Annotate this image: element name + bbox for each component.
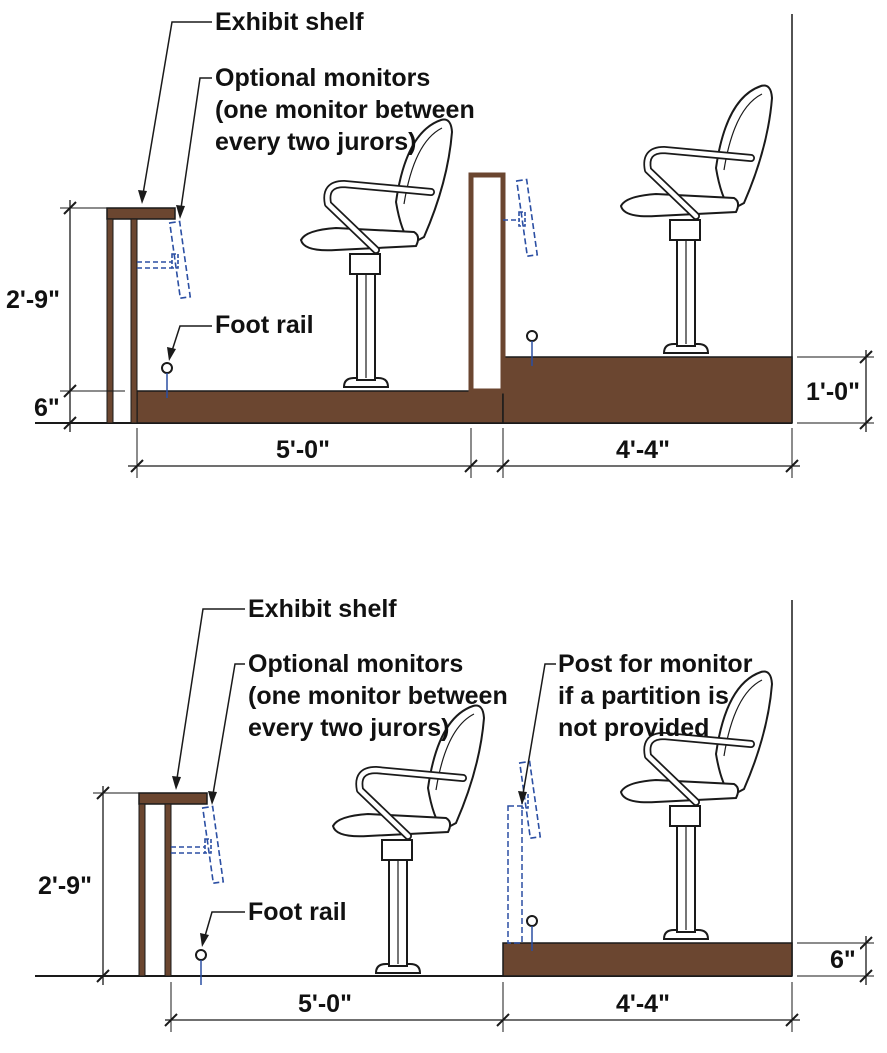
top-monitor-front: [168, 220, 192, 299]
bottom-label-exhibit-shelf: Exhibit shelf: [248, 595, 397, 623]
bottom-label-post-for-monitor: Post for monitor: [558, 650, 753, 678]
bottom-label-foot-rail: Foot rail: [248, 898, 347, 926]
top-front-platform: [136, 390, 504, 424]
bottom-chair-rear: [621, 672, 772, 940]
bottom-label-post-for-monitor-2: if a partition is: [558, 682, 729, 710]
bottom-exhibit-shelf: [138, 792, 208, 805]
top-shelf-front-panel: [106, 218, 114, 424]
bottom-label-post-for-monitor-3: not provided: [558, 714, 709, 742]
top-dim-height: 2'-9": [6, 286, 60, 314]
bottom-label-optional-monitors-2: (one monitor between: [248, 682, 508, 710]
bottom-rear-platform: [502, 942, 793, 977]
top-chair-rear: [621, 86, 772, 354]
bottom-shelf-back-panel: [164, 803, 172, 977]
top-label-optional-monitors: Optional monitors: [215, 64, 430, 92]
bottom-label-optional-monitors: Optional monitors: [248, 650, 463, 678]
bottom-section: Exhibit shelf Optional monitors (one mon…: [35, 595, 874, 1032]
top-dim-riser: 1'-0": [806, 378, 860, 406]
top-chair-front: [301, 120, 452, 388]
bottom-monitor-post: [507, 805, 523, 944]
bottom-chair-front: [333, 706, 484, 974]
bottom-monitor-front: [201, 805, 225, 884]
bottom-dim-back: 4'-4": [616, 990, 670, 1018]
bottom-dim-height: 2'-9": [38, 872, 92, 900]
bottom-shelf-front-panel: [138, 803, 146, 977]
top-shelf-back-panel: [130, 218, 138, 424]
top-section: Exhibit shelf Optional monitors (one mon…: [6, 8, 874, 478]
top-label-exhibit-shelf: Exhibit shelf: [215, 8, 364, 36]
top-label-foot-rail: Foot rail: [215, 311, 314, 339]
top-label-optional-monitors-2: (one monitor between: [215, 96, 475, 124]
top-dim-front: 5'-0": [276, 436, 330, 464]
top-exhibit-shelf: [106, 207, 176, 220]
bottom-label-optional-monitors-3: every two jurors): [248, 714, 449, 742]
top-rear-platform: [502, 356, 793, 424]
top-monitor-rear: [515, 178, 539, 257]
bottom-dim-front: 5'-0": [298, 990, 352, 1018]
bottom-dim-riser: 6": [830, 946, 856, 974]
bottom-foot-rail-front: [195, 949, 207, 986]
top-dim-base: 6": [34, 394, 60, 422]
top-dim-back: 4'-4": [616, 436, 670, 464]
top-partition: [468, 172, 506, 394]
top-label-optional-monitors-3: every two jurors): [215, 128, 416, 156]
